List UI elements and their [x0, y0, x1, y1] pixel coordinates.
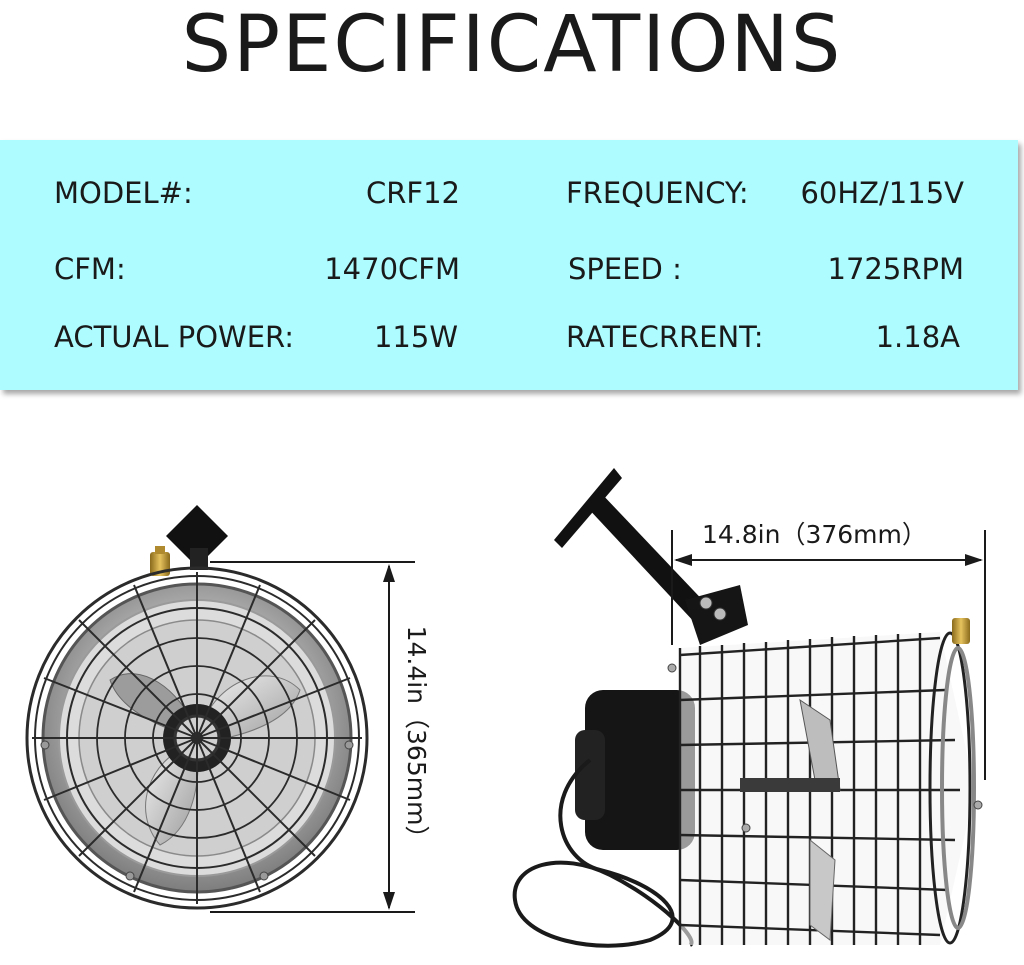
power-label: ACTUAL POWER:: [54, 320, 295, 354]
height-dimension-label: 14.4in（365mm）: [402, 626, 431, 851]
fan-side-view: [512, 468, 983, 948]
page-title: SPECIFICATIONS: [181, 0, 843, 90]
mount-plate: [166, 505, 228, 567]
fan-front-view: [25, 505, 369, 910]
model-label: MODEL#:: [54, 176, 193, 210]
depth-dimension: [671, 530, 986, 780]
model-value: CRF12: [366, 176, 460, 210]
speed-value: 1725RPM: [827, 252, 964, 286]
current-value: 1.18A: [875, 320, 960, 354]
speed-label: SPEED :: [568, 252, 682, 286]
specs-panel: MODEL#: CRF12 FREQUENCY: 60HZ/115V CFM: …: [0, 140, 1018, 390]
frequency-label: FREQUENCY:: [566, 176, 749, 210]
power-cord: [512, 758, 694, 948]
depth-dimension-label: 14.8in（376mm）: [702, 520, 927, 549]
cfm-label: CFM:: [54, 252, 126, 286]
motor: [585, 690, 695, 850]
side-brass-nozzle: [952, 618, 970, 644]
frequency-value: 60HZ/115V: [800, 176, 964, 210]
height-dimension: [210, 561, 415, 913]
power-value: 115W: [373, 320, 458, 354]
cfm-value: 1470CFM: [324, 252, 460, 286]
current-label: RATECRRENT:: [566, 320, 764, 354]
